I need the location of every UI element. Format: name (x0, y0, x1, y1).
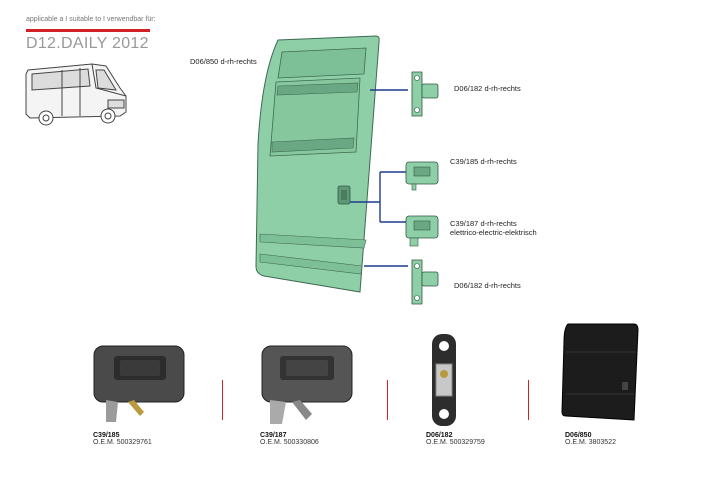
door-diagram (255, 35, 380, 293)
part-label-electric-handle: C39/187 d-rh-rechts (450, 219, 517, 228)
product-photo-c39-187 (261, 345, 353, 424)
model-title: D12.DAILY 2012 (26, 35, 149, 52)
product-code: D06/850 (565, 432, 592, 439)
product-code: D06/182 (426, 432, 453, 439)
separator (222, 380, 223, 420)
separator (387, 380, 388, 420)
product-caption-c39-185: C39/185 O.E.M. 500329761 (93, 432, 152, 446)
part-label-hinge-bottom: D06/182 d-rh-rechts (454, 281, 521, 290)
product-oem: O.E.M. 500330806 (260, 439, 319, 446)
handle-icon (405, 161, 439, 191)
van-illustration (25, 63, 127, 126)
product-oem: O.E.M. 500329759 (426, 439, 485, 446)
product-photo-d06-850 (561, 323, 639, 421)
part-label-handle: C39/185 d-rh-rechts (450, 157, 517, 166)
product-oem: O.E.M. 500329761 (93, 439, 152, 446)
product-photo-c39-185 (93, 345, 185, 422)
product-code: C39/185 (93, 432, 120, 439)
product-caption-c39-187: C39/187 O.E.M. 500330806 (260, 432, 319, 446)
header-accent-bar (26, 29, 150, 32)
hinge-icon (411, 71, 439, 117)
part-label-electric-note: elettrico-electric-elektrisch (450, 228, 537, 237)
product-caption-d06-182: D06/182 O.E.M. 500329759 (426, 432, 485, 446)
leader-lines (350, 89, 408, 267)
product-caption-d06-850: D06/850 O.E.M. 3803522 (565, 432, 616, 446)
applicable-text: applicable a I suitable to I verwendbar … (26, 16, 156, 23)
hinge-icon (411, 259, 439, 305)
product-code: C39/187 (260, 432, 287, 439)
product-oem: O.E.M. 3803522 (565, 439, 616, 446)
door-label: D06/850 d-rh-rechts (190, 57, 257, 66)
part-label-hinge-top: D06/182 d-rh-rechts (454, 84, 521, 93)
product-photo-d06-182 (432, 334, 456, 426)
electric-handle-icon (405, 215, 439, 247)
separator (528, 380, 529, 420)
